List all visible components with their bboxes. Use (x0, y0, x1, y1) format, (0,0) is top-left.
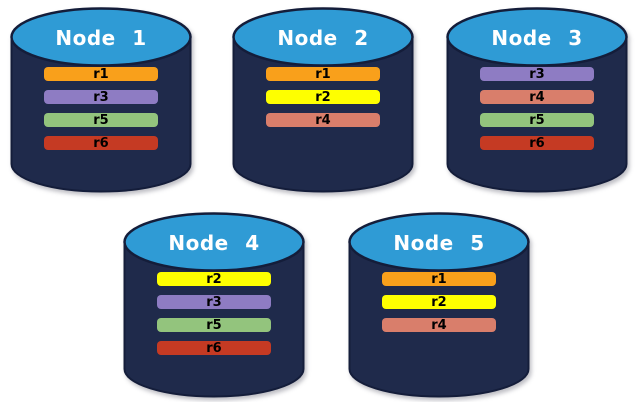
node-cylinder-5: Node 5 r1 r2 r4 (348, 212, 530, 398)
node-title: Node 3 (491, 26, 583, 50)
replica-bar: r3 (44, 90, 158, 104)
replica-bar: r1 (266, 67, 380, 81)
replica-bar: r1 (44, 67, 158, 81)
replica-bar: r2 (266, 90, 380, 104)
replica-bar: r1 (382, 272, 496, 286)
node-cylinder-3: Node 3 r3 r4 r5 r6 (446, 7, 628, 193)
replica-list: r3 r4 r5 r6 (480, 67, 594, 159)
replica-bar: r3 (480, 67, 594, 81)
replica-bar: r4 (266, 113, 380, 127)
replica-bar: r5 (44, 113, 158, 127)
replica-bar: r2 (382, 295, 496, 309)
replica-bar: r6 (44, 136, 158, 150)
replica-bar: r6 (480, 136, 594, 150)
node-title: Node 2 (277, 26, 369, 50)
replica-list: r1 r2 r4 (266, 67, 380, 136)
node-cylinder-2: Node 2 r1 r2 r4 (232, 7, 414, 193)
replica-list: r1 r3 r5 r6 (44, 67, 158, 159)
node-title: Node 1 (55, 26, 147, 50)
replica-bar: r5 (157, 318, 271, 332)
replica-bar: r4 (480, 90, 594, 104)
replica-bar: r5 (480, 113, 594, 127)
replica-bar: r4 (382, 318, 496, 332)
replica-bar: r6 (157, 341, 271, 355)
node-title: Node 4 (168, 231, 260, 255)
node-title: Node 5 (393, 231, 485, 255)
replica-list: r1 r2 r4 (382, 272, 496, 341)
node-cylinder-1: Node 1 r1 r3 r5 r6 (10, 7, 192, 193)
replica-list: r2 r3 r5 r6 (157, 272, 271, 364)
node-cylinder-4: Node 4 r2 r3 r5 r6 (123, 212, 305, 398)
replica-bar: r3 (157, 295, 271, 309)
replica-bar: r2 (157, 272, 271, 286)
